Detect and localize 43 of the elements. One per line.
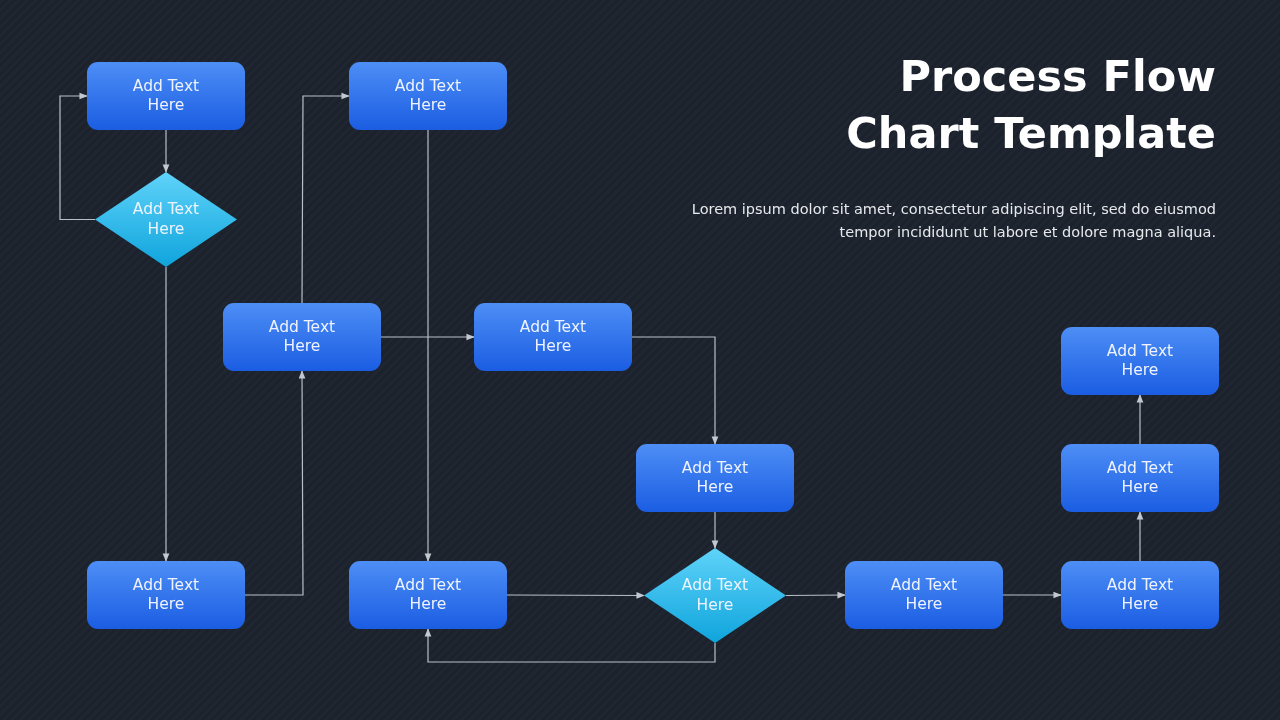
node-text: Add Text Here [889,575,959,615]
connector-arrow [59,92,96,221]
connector-arrow [785,591,846,599]
connector-arrow [380,333,475,341]
node-text: Add Text Here [1105,458,1175,498]
connector-arrow [1136,511,1144,562]
connector-arrow [631,336,719,445]
node-text: Add Text Here [131,76,201,116]
node-text: Add Text Here [131,575,201,615]
process-box [349,561,507,629]
connector-arrow [711,511,719,549]
connector-arrow [424,628,716,663]
process-box [349,62,507,130]
decision-diamond [95,172,237,267]
node-text: Add Text Here [518,317,588,357]
connector-arrow [244,370,306,596]
connector-arrow [301,92,350,304]
process-box [1061,444,1219,512]
node-text: Add Text Here [393,76,463,116]
node-text: Add Text Here [267,317,337,357]
process-box [1061,561,1219,629]
connector-arrow [1002,591,1062,599]
decision-diamond [644,548,786,643]
node-text: Add Text Here [1105,341,1175,381]
connector-arrow [162,266,170,562]
process-box [474,303,632,371]
node-text: Add Text Here [680,458,750,498]
node-text: Add Text Here [680,576,750,615]
process-box [87,561,245,629]
node-text: Add Text Here [1105,575,1175,615]
connector-arrow [424,129,432,562]
process-box [845,561,1003,629]
process-box [1061,327,1219,395]
node-text: Add Text Here [131,200,201,239]
connector-arrow [1136,394,1144,445]
title: Process Flow Chart Template [845,50,1216,160]
connector-arrow [506,592,645,599]
node-text: Add Text Here [393,575,463,615]
process-box [636,444,794,512]
process-box [223,303,381,371]
description-text: Lorem ipsum dolor sit amet, consectetur adipiscing elit, sed do eiusmod tempor incididunt ut labore et dolore magna aliqua. [690,200,1216,242]
connector-arrow [162,129,170,173]
process-box [87,62,245,130]
